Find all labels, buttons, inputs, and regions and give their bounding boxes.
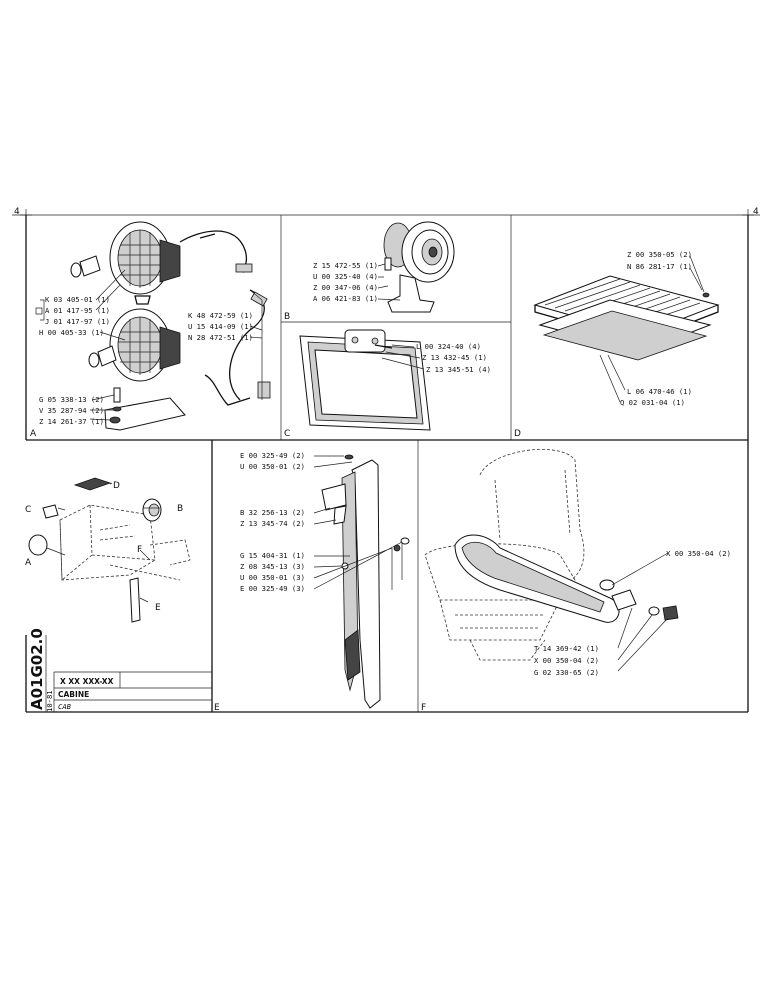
reference-number: X XX XXX-XX [60, 677, 114, 686]
part-label: V 35 287-94 (2) [39, 406, 104, 415]
panel-b-leaders [377, 263, 401, 301]
panel-a-lamps-drawing [70, 221, 271, 431]
panel-letter-e: E [214, 703, 220, 713]
part-label: L 00 324-40 (4) [416, 342, 481, 351]
part-label: K 03 405-01 (1) [45, 295, 110, 304]
part-label: Z 13 345-74 (2) [240, 519, 305, 528]
part-label: G 15 404-31 (1) [240, 551, 305, 560]
part-label: J 01 417-97 (1) [45, 317, 110, 326]
part-label: E 00 325-49 (3) [240, 584, 305, 593]
overview-letter: D [113, 481, 120, 491]
corner-mark-left: 4 [14, 207, 20, 217]
part-label: Z 00 350-05 (2) [627, 250, 692, 259]
top-frame [12, 209, 760, 441]
part-label: Z 14 261-37 (1) [39, 417, 104, 426]
panel-d-grille-drawing [533, 275, 720, 361]
panel-d-leaders [599, 255, 705, 403]
overview-letter: E [155, 603, 161, 613]
part-label: U 00 350-01 (2) [240, 462, 305, 471]
part-label: Z 00 347-06 (4) [313, 283, 378, 292]
panel-f-seat-drawing [424, 449, 679, 661]
part-label: A 06 421-83 (1) [313, 294, 378, 303]
title-block-frame [25, 635, 212, 713]
part-label: Q 02 031-04 (1) [620, 398, 685, 407]
part-label: H 00 405-33 (1) [39, 328, 104, 337]
panel-a-leaders [35, 269, 263, 421]
part-label: X 00 350-04 (2) [534, 656, 599, 665]
panel-letter-d: D [514, 429, 521, 439]
title-subname: CAB [58, 702, 72, 711]
panel-letter-b: B [284, 312, 290, 322]
part-label: U 00 325-40 (4) [313, 272, 378, 281]
overview-letter: B [177, 504, 183, 514]
part-label: T 14 369-42 (1) [534, 644, 599, 653]
part-label: U 15 414-09 (1) [188, 322, 253, 331]
part-label: Z 13 345-51 (4) [426, 365, 491, 374]
part-label: L 06 470-46 (1) [627, 387, 692, 396]
corner-mark-right: 4 [753, 207, 759, 217]
panel-e-leaders [313, 455, 403, 590]
title-name: CABINE [58, 690, 89, 699]
panel-b-horn-drawing [383, 221, 455, 313]
drawing-code: A01G02.0 [28, 628, 46, 710]
panel-c-leaders [381, 344, 425, 370]
part-label: G 02 330-65 (2) [534, 668, 599, 677]
bottom-frame [211, 440, 749, 713]
part-label: Z 08 345-13 (3) [240, 562, 305, 571]
overview-cabin-sketch [28, 477, 191, 623]
part-label: N 28 472-51 (1) [188, 333, 253, 342]
part-label: Z 13 432-45 (1) [422, 353, 487, 362]
overview-letter: A [25, 558, 32, 568]
overview-letter: C [25, 505, 31, 515]
part-label: N 86 281-17 (1) [627, 262, 692, 271]
part-label: G 05 338-13 (2) [39, 395, 104, 404]
drawing-date: 10-81 [45, 690, 54, 712]
panel-e-bracket-drawing [321, 454, 410, 709]
panel-f-leaders [611, 552, 669, 672]
overview-letter: F [137, 545, 142, 555]
part-label: A 01 417-95 (1) [45, 306, 110, 315]
panel-c-mirror-drawing [299, 329, 431, 431]
part-label: Z 15 472-55 (1) [313, 261, 378, 270]
panel-letter-c: C [284, 429, 290, 439]
panel-letter-f: F [421, 703, 426, 713]
part-label: X 00 350-04 (2) [666, 549, 731, 558]
panel-letter-a: A [30, 429, 37, 439]
part-label: B 32 256-13 (2) [240, 508, 305, 517]
part-label: U 00 350-01 (3) [240, 573, 305, 582]
part-label: E 00 325-49 (2) [240, 451, 305, 460]
part-label: K 48 472-59 (1) [188, 311, 253, 320]
